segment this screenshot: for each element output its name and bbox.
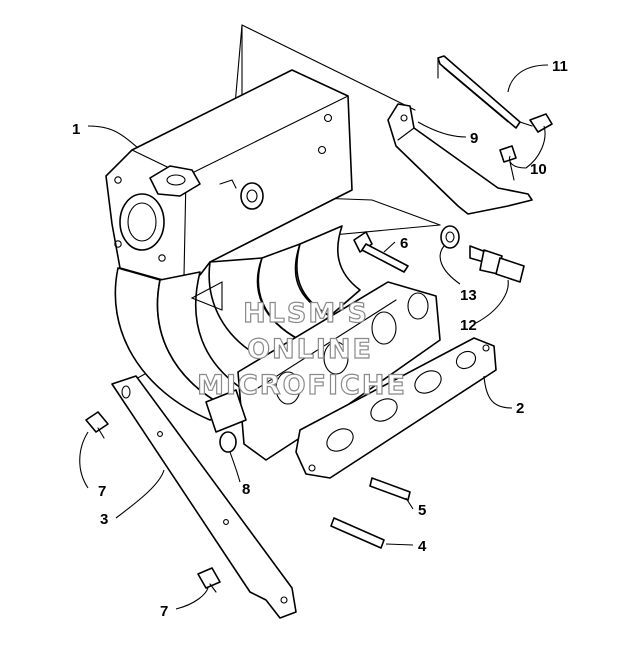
callout-7-upper: 7: [98, 483, 106, 500]
runner-pipes: [114, 225, 361, 421]
watermark-line-2: ONLINE: [247, 334, 373, 365]
part-6-bolt: [353, 231, 409, 273]
part-7-bolt-upper: [85, 411, 109, 439]
part-2-gasket: [295, 337, 497, 479]
leader-lines: [79, 64, 549, 610]
part-3-support-bar: [111, 375, 297, 619]
callout-5: 5: [418, 502, 426, 519]
callout-13: 13: [460, 287, 477, 304]
part-11-strap: [437, 55, 521, 129]
part-4-stud: [330, 517, 385, 549]
watermark-line-1: HLSM'S: [243, 298, 369, 329]
callout-7-lower: 7: [160, 603, 168, 620]
part-10-bolts: [499, 113, 553, 181]
callout-8: 8: [242, 481, 250, 498]
callout-labels: 1 2 3 4 5 6 7 7 8 9 10 11 12 13: [72, 58, 568, 620]
callout-12: 12: [460, 317, 477, 334]
part-13-washer: [440, 225, 460, 249]
part-7-bolt-lower: [197, 567, 221, 593]
watermark-line-3: MICROFICHE: [197, 370, 407, 401]
callout-10: 10: [530, 161, 547, 178]
callout-4: 4: [418, 538, 427, 555]
part-12-sensor: [469, 245, 525, 283]
callout-9: 9: [470, 130, 478, 147]
callout-6: 6: [400, 235, 408, 252]
callout-2: 2: [516, 400, 524, 417]
callout-11: 11: [552, 58, 568, 75]
callout-1: 1: [72, 121, 80, 138]
cylinder-flange: [205, 281, 441, 461]
part-5-stud: [369, 477, 411, 501]
part-9-bracket: [387, 103, 533, 215]
part-1-manifold-box: [105, 69, 353, 283]
callout-3: 3: [100, 511, 108, 528]
watermark: HLSM'S ONLINE MICROFICHE: [196, 297, 407, 401]
